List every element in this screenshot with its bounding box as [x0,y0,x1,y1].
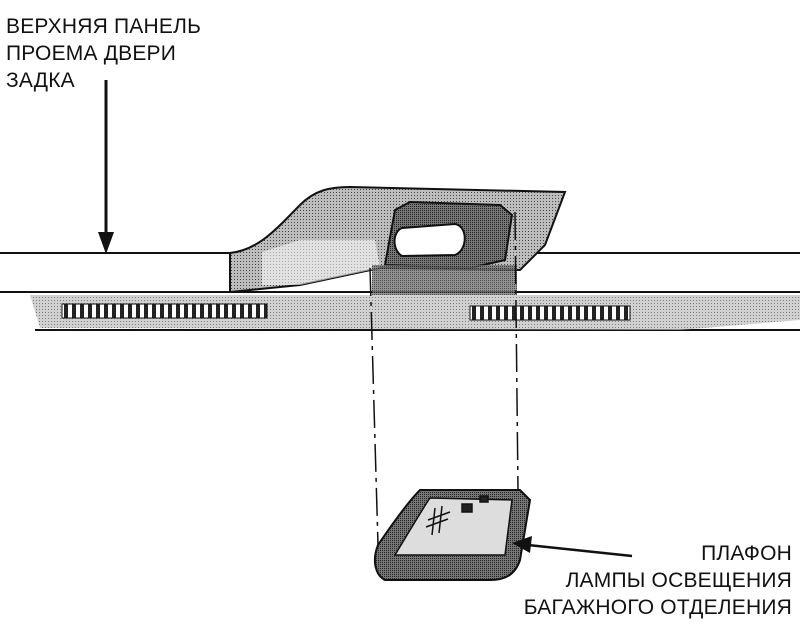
label-line: ПЛАФОН [701,542,792,565]
hatched-strip-left [61,303,268,319]
upper-panel-label: ВЕРХНЯЯ ПАНЕЛЬ ПРОЕМА ДВЕРИ ЗАДКА [6,13,201,94]
label-line: ВЕРХНЯЯ ПАНЕЛЬ [6,15,202,38]
alignment-lines [369,211,519,546]
luggage-lamp-label: ПЛАФОН ЛАМПЫ ОСВЕЩЕНИЯ БАГАЖНОГО ОТДЕЛЕН… [524,540,792,621]
hatched-strip-right [469,305,631,321]
lamp-housing [373,489,532,581]
label-line: БАГАЖНОГО ОТДЕЛЕНИЯ [523,596,792,619]
lamp-arrow [512,536,633,558]
label-line: ЛАМПЫ ОСВЕЩЕНИЯ [565,569,792,592]
panel-arrow [98,80,114,254]
label-line: ЗАДКА [6,69,75,92]
label-line: ПРОЕМА ДВЕРИ [6,42,177,65]
